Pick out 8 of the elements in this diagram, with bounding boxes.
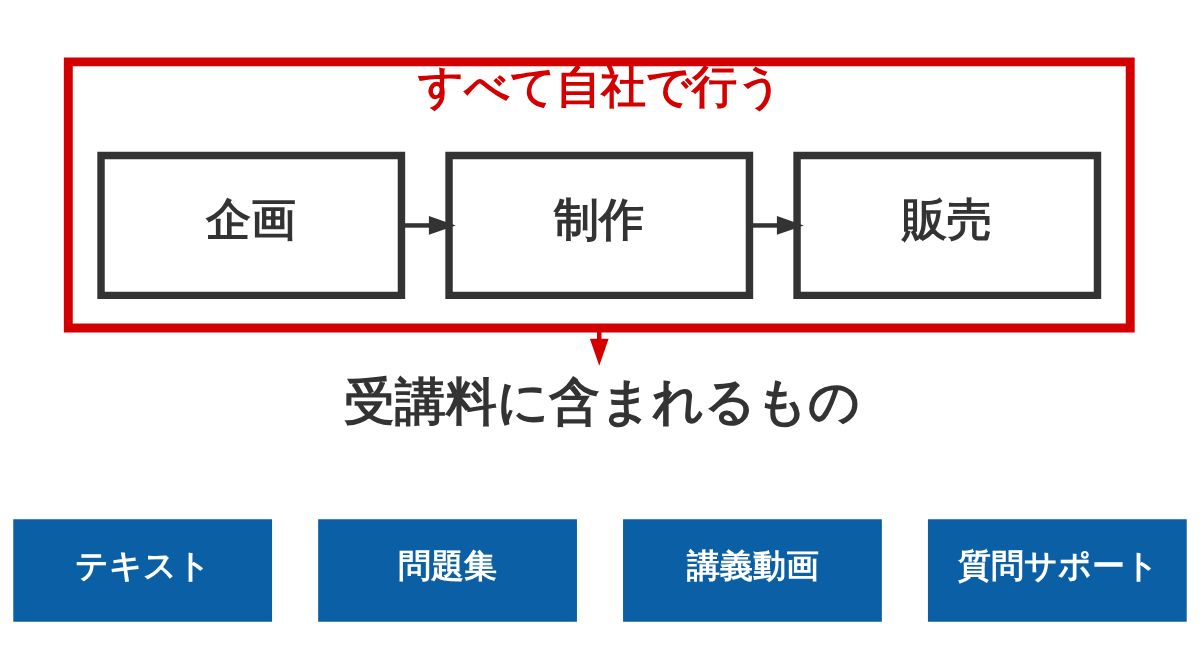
node-box: 企画 <box>97 151 406 299</box>
node-box: 制作 <box>445 151 754 299</box>
node-text: 受講料に含まれるもの <box>344 371 861 431</box>
node-box: テキスト <box>13 518 273 622</box>
node-box: 講義動画 <box>623 518 882 622</box>
node-box: 問題集 <box>318 518 577 622</box>
node-box: 質問サポート <box>927 518 1187 622</box>
node-box: 販売 <box>793 151 1102 299</box>
